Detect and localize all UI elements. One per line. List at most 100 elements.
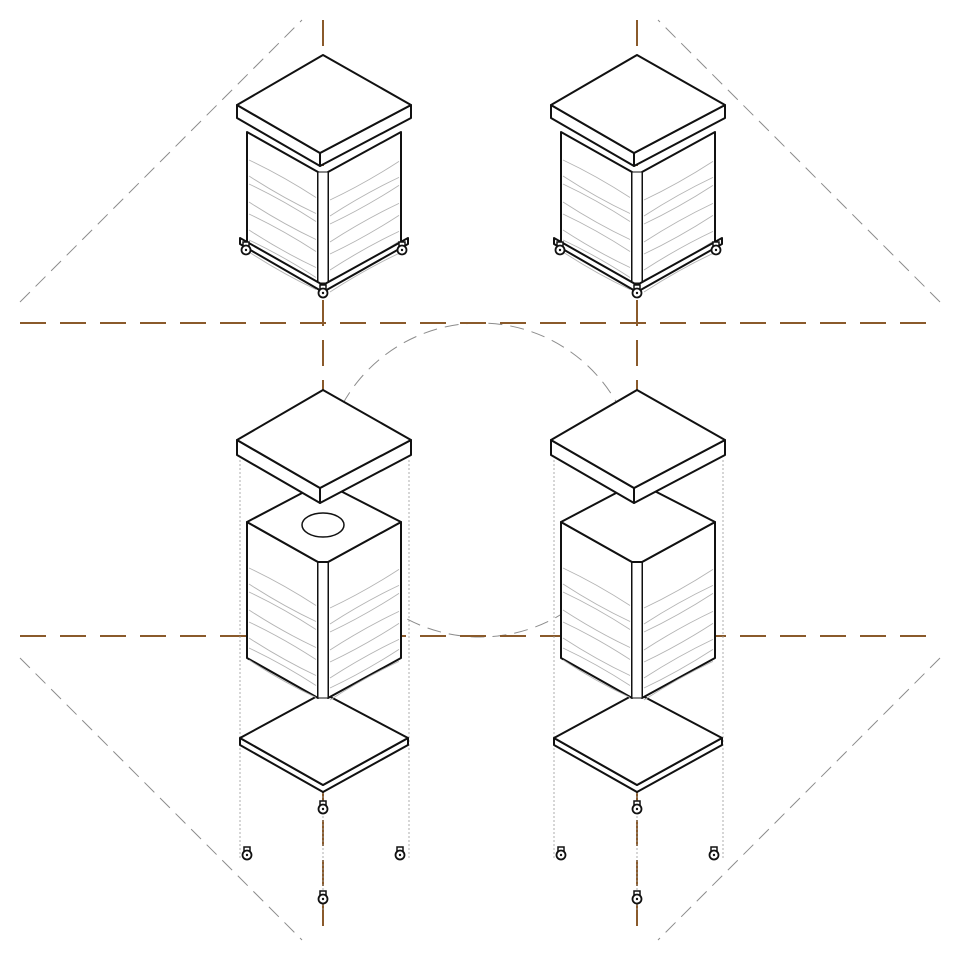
- wood-grain-line: [562, 609, 631, 648]
- caster-right: [708, 846, 720, 861]
- caster-axle: [558, 248, 562, 252]
- guide-diagonal-3: [19, 657, 303, 941]
- wood-grain-line: [248, 583, 317, 622]
- caster-axle: [635, 807, 639, 811]
- wood-grain-line: [643, 648, 714, 689]
- lid-top-face: [236, 54, 412, 154]
- lid-top-face: [550, 54, 726, 154]
- wood-grain-line: [248, 175, 317, 214]
- wood-grain-line: [643, 568, 714, 609]
- wood-grain-line: [248, 229, 317, 268]
- wood-grain-line: [329, 610, 400, 651]
- base-plate-top-face: [239, 692, 409, 786]
- wood-grain-line: [562, 659, 631, 698]
- caster-axle: [400, 248, 404, 252]
- caster-front: [317, 284, 329, 299]
- caster-front: [631, 284, 643, 299]
- caster-left: [241, 846, 253, 861]
- wood-grain-line: [248, 183, 317, 222]
- caster-right: [396, 241, 408, 256]
- wood-grain-line: [562, 229, 631, 268]
- caster-front-top: [631, 800, 643, 815]
- top-opening: [301, 512, 345, 538]
- body-corner: [317, 171, 329, 284]
- wood-grain-line: [248, 647, 317, 686]
- wood-grain-line: [329, 568, 400, 609]
- wood-grain-line: [248, 159, 317, 198]
- wood-grain-line: [562, 213, 631, 252]
- wood-grain-line: [248, 213, 317, 252]
- caster-front-bottom: [317, 890, 329, 905]
- body-top-face: [560, 481, 716, 563]
- wood-grain-line: [643, 638, 714, 679]
- caster-axle: [321, 807, 325, 811]
- projection-lines: [239, 460, 724, 910]
- wood-grain-line: [562, 591, 631, 630]
- wood-grain-line: [329, 584, 400, 625]
- wood-grain-line: [643, 184, 714, 225]
- wood-grain-line: [329, 638, 400, 679]
- caster-axle: [398, 853, 402, 857]
- wood-grain-line: [562, 621, 631, 660]
- wood-grain-line: [329, 252, 400, 293]
- wood-grain-line: [562, 647, 631, 686]
- guide-diagonal-4: [657, 657, 941, 941]
- exploded-left: [236, 389, 412, 905]
- caster-axle: [321, 291, 325, 295]
- construction-guides: [19, 19, 941, 941]
- wood-grain: [562, 567, 714, 701]
- wood-grain-line: [329, 592, 400, 633]
- wood-grain-line: [248, 609, 317, 648]
- guide-diagonal-2: [657, 19, 941, 303]
- caster-right: [394, 846, 406, 861]
- wood-grain-line: [562, 183, 631, 222]
- body-corner: [317, 561, 329, 699]
- wood-grain-line: [643, 622, 714, 663]
- caster-right: [710, 241, 722, 256]
- caster-axle: [244, 248, 248, 252]
- caster-axle: [245, 853, 249, 857]
- caster-axle: [321, 897, 325, 901]
- wood-grain-line: [248, 201, 317, 240]
- wood-grain-line: [562, 239, 631, 278]
- wood-grain: [248, 567, 400, 701]
- wood-grain-line: [329, 184, 400, 225]
- wood-grain-line: [248, 567, 317, 606]
- wood-grain-line: [562, 583, 631, 622]
- wood-grain-line: [643, 230, 714, 271]
- base-plate-top-face: [553, 692, 723, 786]
- wood-grain-line: [329, 648, 400, 689]
- wood-grain-line: [643, 610, 714, 651]
- guide-diagonal-1: [19, 19, 303, 303]
- wood-grain-line: [562, 637, 631, 676]
- lid-top-face: [236, 389, 412, 489]
- body-corner: [631, 561, 643, 699]
- wood-grain-line: [562, 567, 631, 606]
- wood-grain-line: [643, 160, 714, 201]
- wood-grain-line: [248, 637, 317, 676]
- wood-grain-line: [562, 175, 631, 214]
- caster-axle: [635, 291, 639, 295]
- caster-left: [554, 241, 566, 256]
- wood-grain-line: [643, 202, 714, 243]
- wood-grain-line: [643, 660, 714, 701]
- caster-axle: [714, 248, 718, 252]
- wood-grain-line: [329, 230, 400, 271]
- wood-grain-line: [643, 584, 714, 625]
- wood-grain-line: [643, 592, 714, 633]
- wood-grain-line: [248, 591, 317, 630]
- wood-grain-line: [643, 176, 714, 217]
- wood-grain-line: [248, 659, 317, 698]
- wood-grain-line: [329, 176, 400, 217]
- assembled-right: [550, 54, 726, 299]
- assembled-left: [236, 54, 412, 299]
- objects: [236, 54, 726, 905]
- wood-grain-line: [562, 201, 631, 240]
- caster-axle: [559, 853, 563, 857]
- caster-axle: [712, 853, 716, 857]
- caster-left: [555, 846, 567, 861]
- exploded-right: [550, 389, 726, 905]
- wood-grain-line: [329, 660, 400, 701]
- caster-axle: [635, 897, 639, 901]
